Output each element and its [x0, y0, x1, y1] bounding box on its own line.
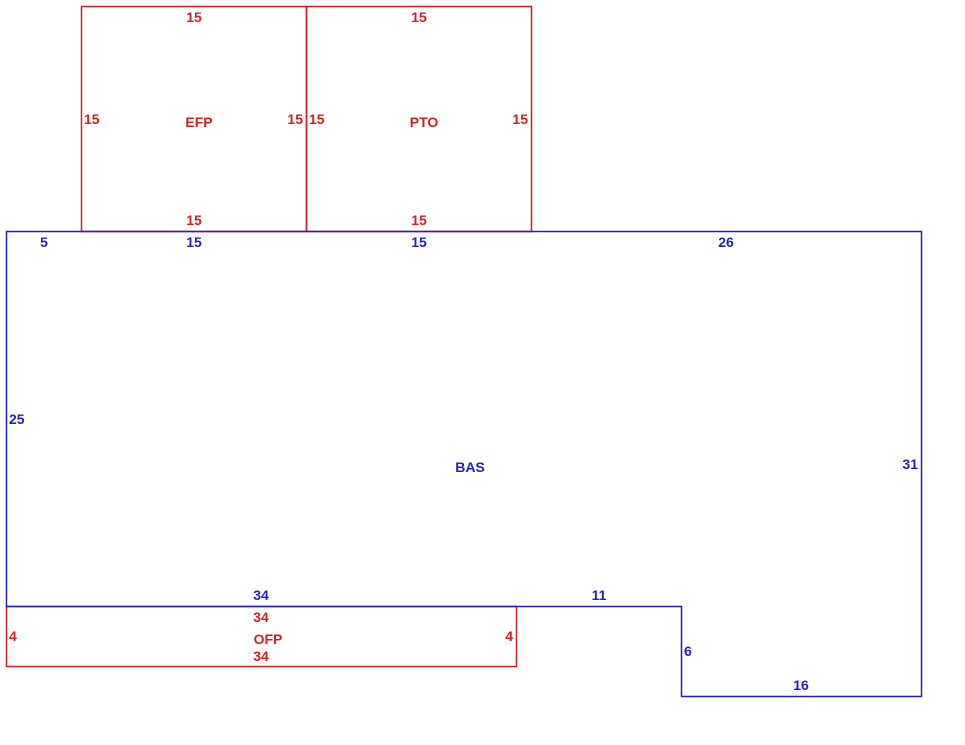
- pto-label: PTO: [410, 114, 439, 130]
- efp-right-dimension: 15: [287, 111, 303, 127]
- bas-bottom-right-dimension: 16: [793, 677, 809, 693]
- bas-right-dimension: 31: [902, 456, 918, 472]
- bas-step-vertical-dimension: 6: [684, 643, 692, 659]
- pto-left-dimension: 15: [309, 111, 325, 127]
- bas-top-dimension-4: 26: [718, 234, 734, 250]
- bas-top-dimension-1: 5: [40, 234, 48, 250]
- bas-outline: [5, 230, 923, 698]
- efp-bottom-dimension: 15: [186, 212, 202, 228]
- bas-label: BAS: [455, 459, 485, 475]
- pto-bottom-dimension: 15: [411, 212, 427, 228]
- bas-top-dimension-2: 15: [186, 234, 202, 250]
- bas-bottom-left-dimension: 34: [253, 587, 269, 603]
- bas-left-dimension: 25: [9, 411, 25, 427]
- bas-step-horizontal-dimension: 11: [592, 587, 607, 603]
- ofp-bottom-dimension: 34: [253, 648, 269, 664]
- bas-top-dimension-3: 15: [411, 234, 427, 250]
- pto-top-dimension: 15: [411, 9, 427, 25]
- ofp-left-dimension: 4: [9, 628, 17, 644]
- efp-label: EFP: [185, 114, 212, 130]
- efp-left-dimension: 15: [84, 111, 100, 127]
- ofp-top-dimension: 34: [253, 609, 269, 625]
- pto-right-dimension: 15: [512, 111, 528, 127]
- efp-top-dimension: 15: [186, 9, 202, 25]
- ofp-right-dimension: 4: [505, 628, 513, 644]
- ofp-label: OFP: [254, 631, 283, 647]
